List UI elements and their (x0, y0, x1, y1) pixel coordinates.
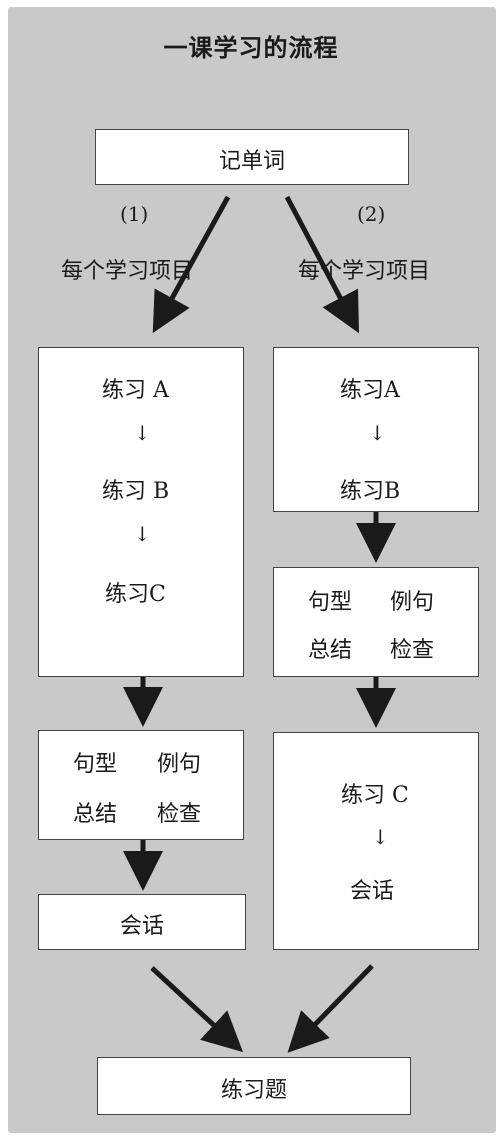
route1-summary-box (38, 730, 244, 840)
route2-down-arrow-1: ↓ (369, 421, 386, 445)
route2-final-box (273, 732, 479, 950)
route2-each-item: 每个学习项目 (298, 259, 431, 284)
route1-exercises-box (38, 347, 244, 677)
route2-example-sentence: 例句 (390, 590, 435, 615)
end-box (97, 1057, 411, 1115)
route1-each-item: 每个学习项目 (61, 259, 194, 284)
route1-exercise-b: 练习 B (102, 479, 170, 504)
route2-exercise-c: 练习 C (341, 783, 409, 808)
route1-summary: 总结 (73, 802, 118, 827)
route2-summary: 总结 (308, 638, 353, 663)
route1-conversation: 会话 (119, 914, 164, 939)
start-label: 记单词 (218, 149, 285, 174)
route2-down-arrow-2: ↓ (372, 825, 389, 849)
route2-exercise-a: 练习A (340, 378, 400, 403)
route2-exercises-box (273, 347, 479, 512)
end-label: 练习题 (220, 1078, 287, 1103)
route2-sentence-pattern: 句型 (308, 590, 353, 615)
route1-conversation-box (38, 894, 246, 950)
arrow-r1-to-end (150, 966, 244, 1053)
start-box (95, 129, 409, 185)
route1-down-arrow-2: ↓ (134, 522, 151, 546)
route2-number: (2) (357, 202, 386, 226)
route2-summary-box (273, 567, 479, 677)
route1-number: (1) (120, 202, 149, 226)
route1-down-arrow-1: ↓ (134, 421, 151, 445)
route1-check: 检查 (157, 802, 202, 827)
arrow-start-to-route1 (152, 195, 231, 334)
arrow-start-to-route2 (284, 195, 360, 334)
route1-exercise-c: 练习C (105, 582, 166, 607)
route2-check: 检查 (390, 638, 435, 663)
diagram-title: 一课学习的流程 (163, 34, 339, 62)
route2-exercise-b: 练习B (340, 479, 401, 504)
route1-example-sentence: 例句 (157, 752, 202, 777)
route1-sentence-pattern: 句型 (73, 752, 118, 777)
route2-conversation: 会话 (350, 879, 395, 904)
arrow-r2-to-end (287, 964, 374, 1053)
route1-exercise-a: 练习 A (102, 378, 169, 403)
